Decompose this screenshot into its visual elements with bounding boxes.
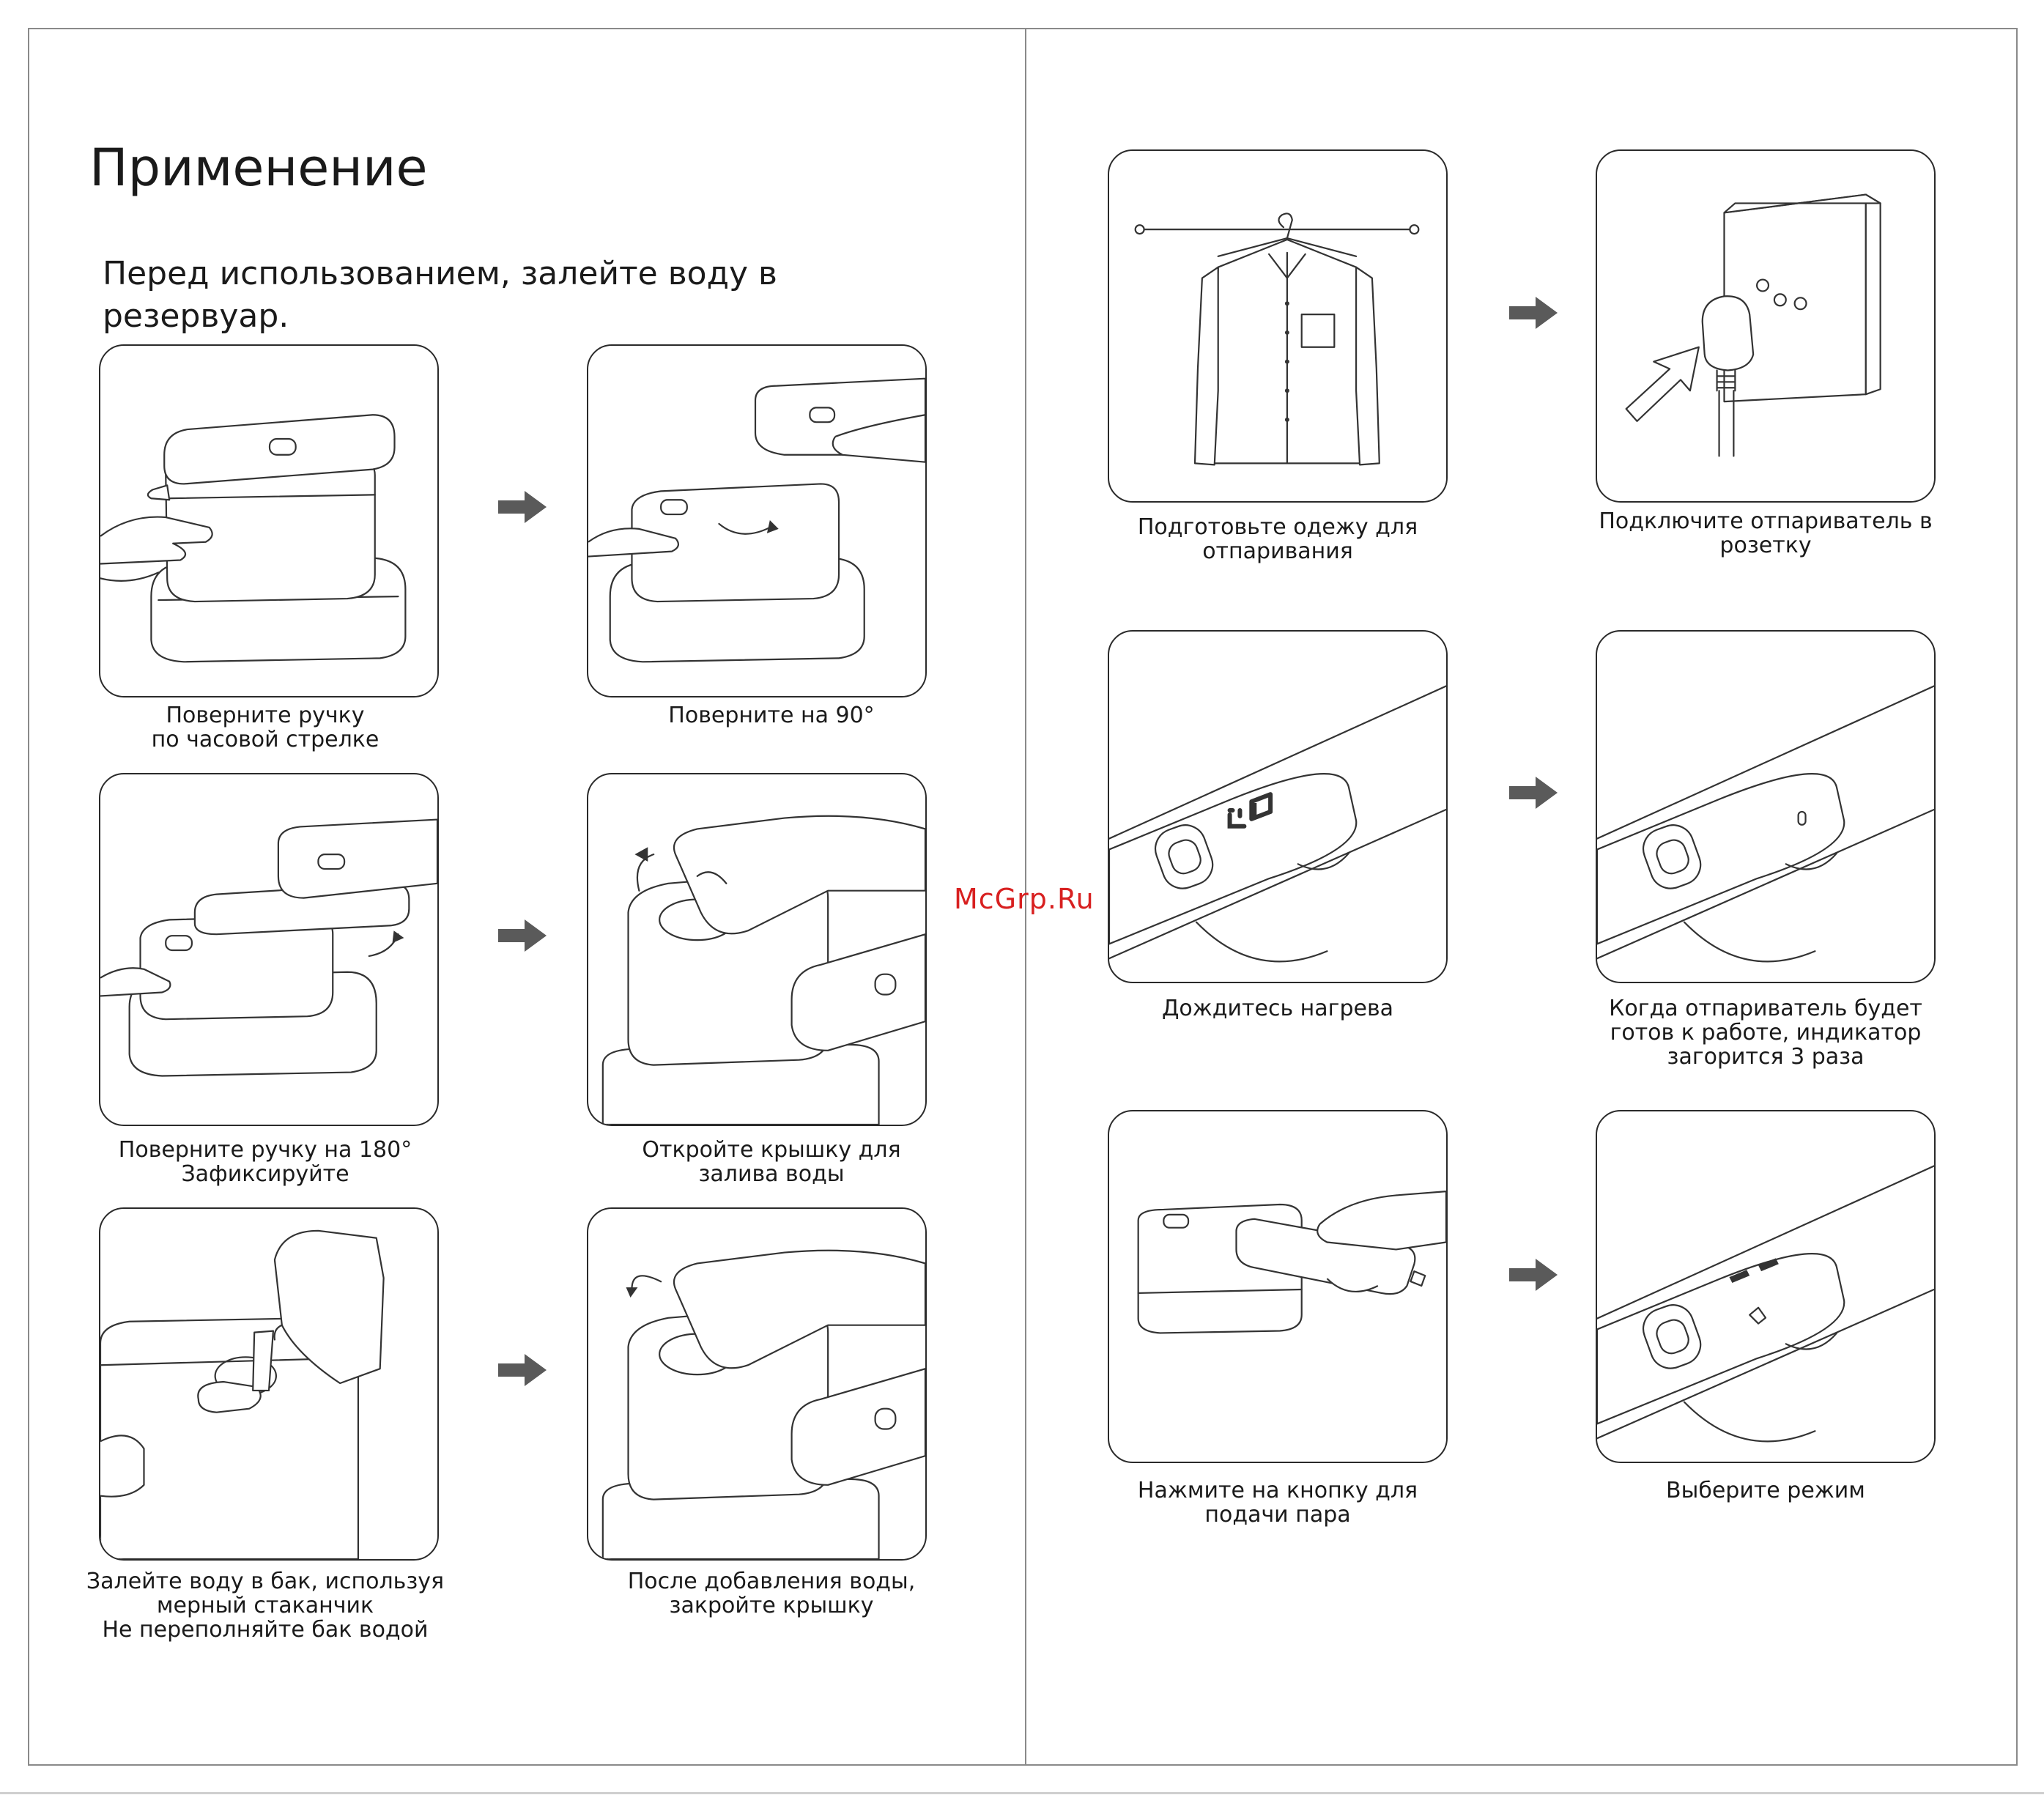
page-frame — [28, 28, 2018, 1766]
step-12-illustration — [1596, 1110, 1936, 1463]
step-6-caption: После добавления воды, закройте крышку — [627, 1569, 916, 1618]
step-1-illustration — [99, 344, 439, 697]
step-2-caption: Поверните на 90° — [668, 703, 875, 728]
step-11-illustration — [1108, 1110, 1448, 1463]
step-7-illustration — [1108, 149, 1448, 503]
step-4-illustration — [587, 773, 927, 1126]
step-2-illustration — [587, 344, 927, 697]
arrow-right-icon — [1509, 777, 1558, 809]
arrow-right-icon — [1509, 297, 1558, 329]
step-6-illustration — [587, 1207, 927, 1561]
intro-text: Перед использованием, залейте воду в рез… — [103, 255, 777, 335]
heating-display-icon — [1230, 810, 1245, 826]
mode-bars-icon — [1729, 1258, 1779, 1284]
step-1-caption: Поверните ручку по часовой стрелке — [151, 703, 379, 752]
step-4-caption: Откройте крышку для залива воды — [642, 1137, 901, 1187]
page-divider — [1025, 28, 1026, 1766]
arrow-right-icon — [498, 919, 547, 952]
step-9-caption: Дождитесь нагрева — [1161, 996, 1394, 1021]
step-8-caption: Подключите отпариватель в розетку — [1599, 508, 1933, 558]
step-5-illustration — [99, 1207, 439, 1561]
step-3-illustration — [99, 773, 439, 1126]
step-11-caption: Нажмите на кнопку для подачи пара — [1137, 1478, 1418, 1528]
steam-mode-icon — [1749, 1308, 1766, 1324]
bottom-rule — [0, 1792, 2044, 1794]
step-10-caption: Когда отпариватель будет готов к работе,… — [1609, 996, 1922, 1070]
step-7-caption: Подготовьте одежу для отпаривания — [1137, 514, 1418, 564]
step-12-caption: Выберите режим — [1666, 1478, 1865, 1503]
page-title: Применение — [89, 138, 428, 198]
step-8-illustration — [1596, 149, 1936, 503]
step-10-illustration — [1596, 630, 1936, 983]
arrow-right-icon — [498, 491, 547, 523]
step-5-caption: Залейте воду в бак, используя мерный ста… — [86, 1569, 445, 1643]
step-3-caption: Поверните ручку на 180° Зафиксируйте — [118, 1137, 412, 1187]
step-9-illustration — [1108, 630, 1448, 983]
watermark: McGrp.Ru — [954, 883, 1095, 915]
ready-indicator-icon — [1799, 812, 1806, 825]
arrow-right-icon — [498, 1354, 547, 1386]
arrow-right-icon — [1509, 1259, 1558, 1291]
